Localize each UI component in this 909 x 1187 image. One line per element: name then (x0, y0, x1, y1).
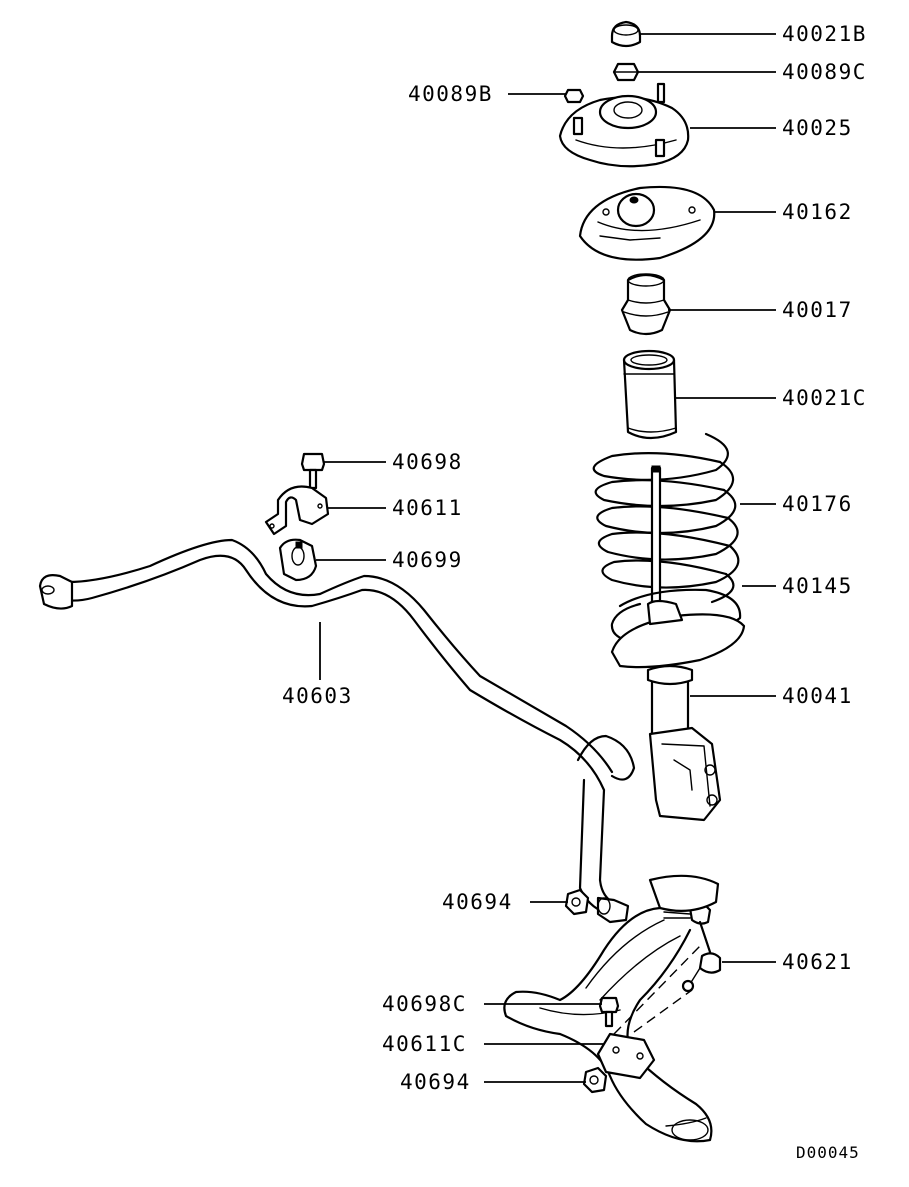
part-40089c-nut (612, 62, 640, 82)
callout-40699: 40699 (392, 548, 463, 572)
callout-40017: 40017 (782, 298, 853, 322)
callout-40698c: 40698C (382, 992, 467, 1016)
part-40025-upper-mount (558, 82, 690, 168)
part-40603-stabilizer-bar (38, 538, 636, 924)
part-40021b-cap (610, 20, 642, 48)
part-40621-stabilizer-link (663, 900, 722, 993)
part-40694-nut-lower (582, 1066, 608, 1094)
part-40694-nut-upper (564, 888, 590, 916)
part-40041-strut (610, 599, 746, 822)
callout-40611c: 40611C (382, 1032, 467, 1056)
callout-40694-upper: 40694 (442, 890, 513, 914)
part-40017-bump-stopper (620, 273, 672, 336)
part-40176-coil-spring (592, 432, 740, 606)
callout-40145: 40145 (782, 574, 853, 598)
callout-40021b: 40021B (782, 22, 867, 46)
part-40162-spring-seat (578, 185, 716, 261)
callout-40021c: 40021C (782, 386, 867, 410)
diagram-code: D00045 (796, 1143, 860, 1162)
alignment-line (633, 989, 693, 1033)
part-40611-clamp (264, 485, 330, 536)
callout-40041: 40041 (782, 684, 853, 708)
part-40089b-nut (563, 88, 585, 104)
part-40698-bolt (300, 452, 326, 490)
callout-40089b: 40089B (408, 82, 493, 106)
callout-40089c: 40089C (782, 60, 867, 84)
leader-lines (316, 33, 776, 1083)
alignment-line (613, 945, 701, 1035)
callout-40176: 40176 (782, 492, 853, 516)
callout-40621: 40621 (782, 950, 853, 974)
part-40021c-dust-boot (622, 349, 678, 440)
callout-40162: 40162 (782, 200, 853, 224)
part-lower-arm (503, 874, 720, 1143)
callout-40025: 40025 (782, 116, 853, 140)
callout-40611: 40611 (392, 496, 463, 520)
callout-40694-lower: 40694 (400, 1070, 471, 1094)
part-40699-bushing (278, 538, 318, 582)
callout-40603: 40603 (282, 684, 353, 708)
callout-40698: 40698 (392, 450, 463, 474)
